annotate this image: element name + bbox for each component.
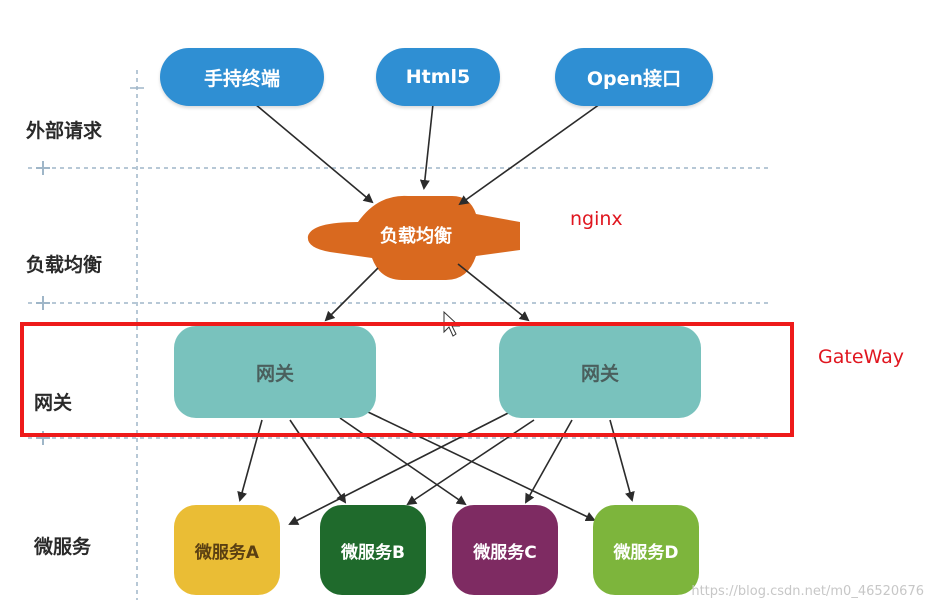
arrow-gw2-msA [288, 409, 515, 525]
service-a: 微服务A [174, 505, 280, 595]
arrow-client3-lb [458, 103, 601, 206]
annotation-nginx: nginx [570, 208, 623, 230]
arrow-gw1-msD [367, 411, 596, 522]
service-b: 微服务B [320, 505, 426, 595]
layer-label-load-balance: 负载均衡 [26, 254, 103, 276]
layer-label-external: 外部请求 [26, 120, 103, 142]
gateway-node-1: 网关 [174, 326, 376, 418]
gateway-node-2: 网关 [499, 326, 701, 418]
load-balancer-label: 负载均衡 [380, 226, 452, 247]
arrow-lb-gw2 [457, 263, 530, 322]
load-balancer-shape [307, 195, 520, 280]
watermark: https://blog.csdn.net/m0_46520676 [691, 584, 924, 599]
service-d: 微服务D [593, 505, 699, 595]
arrow-client1-lb [254, 103, 374, 204]
arrow-client2-lb [419, 103, 434, 190]
client-open-api: Open接口 [555, 48, 713, 106]
arrow-lb-gw1 [324, 267, 379, 322]
service-c: 微服务C [452, 505, 558, 595]
layer-label-microservice: 微服务 [34, 536, 92, 558]
arrow-gw1-msC [339, 417, 467, 506]
annotation-gateway: GateWay [818, 346, 904, 368]
layer-label-gateway: 网关 [34, 392, 73, 414]
gateway-highlight-frame [20, 322, 794, 437]
client-html5: Html5 [376, 48, 500, 106]
client-handheld: 手持终端 [160, 48, 324, 106]
